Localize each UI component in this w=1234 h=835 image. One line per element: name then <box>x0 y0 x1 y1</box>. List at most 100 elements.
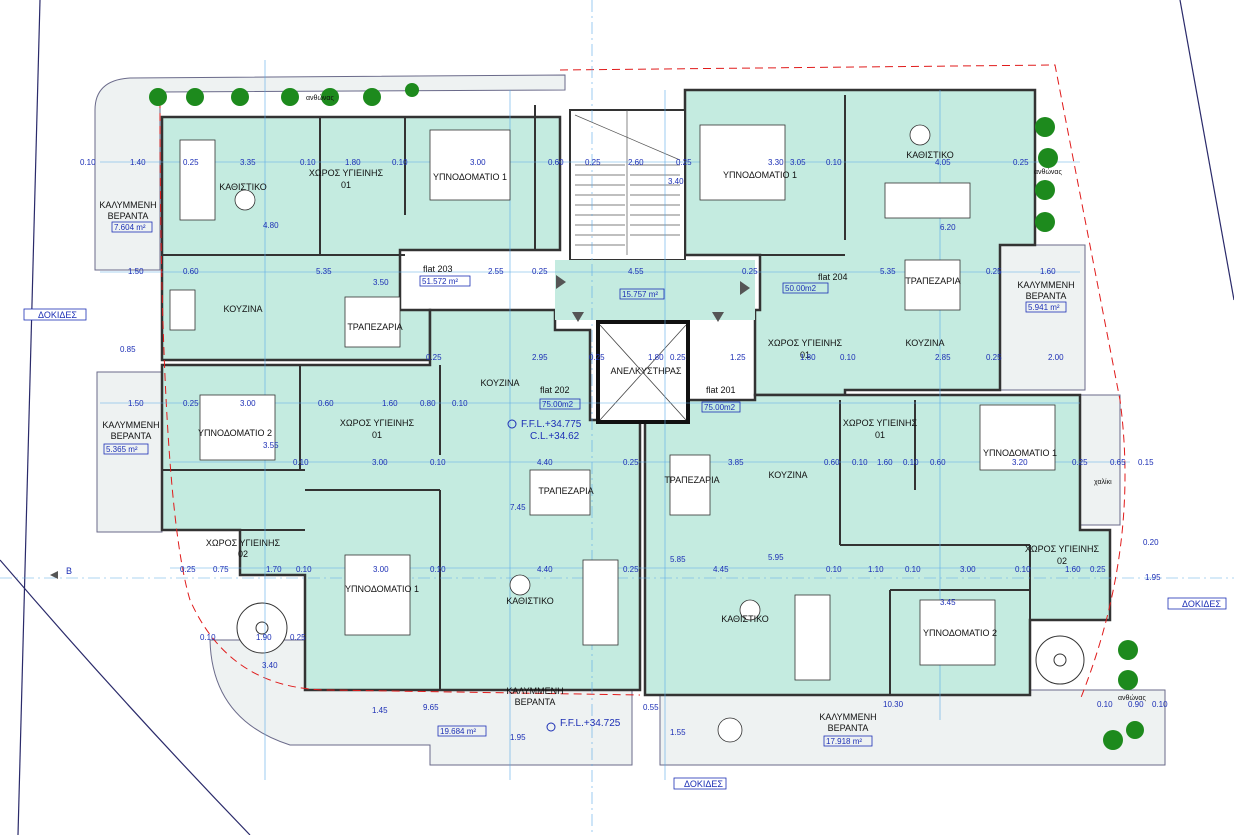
flat-labels: flat 203 51.572 m² flat 204 50.00m2 flat… <box>419 264 848 413</box>
room-bedroom-204: ΥΠΝΟΔΟΜΑΤΙΟ 1 <box>723 170 797 180</box>
dimension-label: 0.20 <box>1143 538 1159 547</box>
veranda-3-area: 5.365 m² <box>106 445 138 454</box>
pebbles-label: χαλίκι <box>1094 478 1112 486</box>
partitions <box>162 95 1031 695</box>
flat-203-name: flat 203 <box>423 264 453 274</box>
core <box>555 109 755 424</box>
dimension-label: 0.25 <box>1072 458 1088 467</box>
veranda-labels: ΚΑΛΥΜΜΕΝΗ ΒΕΡΑΝΤΑ 7.604 m² ΚΑΛΥΜΜΕΝΗ ΒΕΡ… <box>99 200 1075 747</box>
dimension-label: 0.25 <box>426 353 442 362</box>
dimension-label: 4.80 <box>263 221 279 230</box>
flat-202-area: 75.00m2 <box>542 400 574 409</box>
dimension-label: 0.65 <box>1110 458 1126 467</box>
dimension-label: 0.25 <box>180 565 196 574</box>
dimension-label: 5.95 <box>768 553 784 562</box>
dimension-label: 1.80 <box>345 158 361 167</box>
dimension-label: 4.45 <box>713 565 729 574</box>
dimension-label: 1.60 <box>1065 565 1081 574</box>
dimension-label: 1.80 <box>800 353 816 362</box>
dimension-label: 0.15 <box>1138 458 1154 467</box>
dimension-label: 1.50 <box>128 399 144 408</box>
veranda-5-line1: ΚΑΛΥΜΜΕΝΗ <box>819 712 876 722</box>
dimension-label: 0.10 <box>430 458 446 467</box>
dimension-label: 0.60 <box>930 458 946 467</box>
room-dining-203: ΤΡΑΠΕΖΑΡΙΑ <box>347 322 402 332</box>
dimension-label: 0.60 <box>548 158 564 167</box>
axis-b-label: B <box>66 566 72 576</box>
furniture <box>169 124 1056 743</box>
dimension-label: 3.40 <box>668 177 684 186</box>
room-bath2-202: ΧΩΡΟΣ ΥΓΙΕΙΝΗΣ <box>206 538 281 548</box>
room-bath-201-num: 01 <box>875 430 885 440</box>
room-dining-201: ΤΡΑΠΕΖΑΡΙΑ <box>664 475 719 485</box>
dimension-label: 0.60 <box>183 267 199 276</box>
dimension-label: 0.25 <box>676 158 692 167</box>
triangle-marker-down-2 <box>712 312 724 322</box>
dimension-label: 0.10 <box>200 633 216 642</box>
dimension-label: 4.05 <box>935 158 951 167</box>
veranda-2-area: 5.941 m² <box>1028 303 1060 312</box>
room-bath-202: ΧΩΡΟΣ ΥΓΙΕΙΝΗΣ <box>340 418 415 428</box>
dimension-label: 0.25 <box>532 267 548 276</box>
flat-201-area: 75.00m2 <box>704 403 736 412</box>
dimension-label: 1.60 <box>877 458 893 467</box>
dimension-label: 0.10 <box>296 565 312 574</box>
room-kitchen-202: ΚΟΥΖΙΝΑ <box>481 378 520 388</box>
room-bath2-202-num: 02 <box>238 549 248 559</box>
dimension-label: 0.80 <box>420 399 436 408</box>
axis-b-arrow <box>50 571 58 579</box>
room-living-201: ΚΑΘΙΣΤΙΚΟ <box>721 614 769 624</box>
dimension-label: 0.25 <box>623 565 639 574</box>
dimension-label: 0.25 <box>986 267 1002 276</box>
dimension-label: 1.25 <box>730 353 746 362</box>
room-labels: ΚΑΘΙΣΤΙΚΟ ΧΩΡΟΣ ΥΓΙΕΙΝΗΣ 01 ΥΠΝΟΔΟΜΑΤΙΟ … <box>198 150 1100 638</box>
dimension-label: 0.10 <box>80 158 96 167</box>
room-bedroom2-201: ΥΠΝΟΔΟΜΑΤΙΟ 2 <box>923 628 997 638</box>
dimension-label: 3.35 <box>240 158 256 167</box>
dimension-label: 0.60 <box>824 458 840 467</box>
dimension-label: 0.25 <box>670 353 686 362</box>
dimension-label: 0.25 <box>623 458 639 467</box>
room-bath2-201-num: 02 <box>1057 556 1067 566</box>
dimension-label: 4.55 <box>628 267 644 276</box>
dimension-label: 0.10 <box>826 158 842 167</box>
dimension-label: 1.55 <box>670 728 686 737</box>
veranda-1-line2: ΒΕΡΑΝΤΑ <box>108 211 149 221</box>
dimension-label: 3.00 <box>372 458 388 467</box>
dimension-label: 0.10 <box>826 565 842 574</box>
dimension-label: 1.40 <box>130 158 146 167</box>
annotations: ΔΟΚΙΔΕΣ ΔΟΚΙΔΕΣ ΔΟΚΙΔΕΣ B ανθώνας ανθώνα… <box>23 94 1227 790</box>
veranda-2-line2: ΒΕΡΑΝΤΑ <box>1026 291 1067 301</box>
dimension-label: 0.25 <box>290 633 306 642</box>
room-bath2-201: ΧΩΡΟΣ ΥΓΙΕΙΝΗΣ <box>1025 544 1100 554</box>
veranda-4-area: 19.684 m² <box>440 727 476 736</box>
dokides-left-label: ΔΟΚΙΔΕΣ <box>38 310 77 320</box>
room-dining-204: ΤΡΑΠΕΖΑΡΙΑ <box>905 276 960 286</box>
dimension-label: 0.10 <box>1152 700 1168 709</box>
dimension-label: 0.10 <box>852 458 868 467</box>
dimension-label: 3.85 <box>728 458 744 467</box>
dimension-label: 2.55 <box>488 267 504 276</box>
dimension-label: 2.85 <box>935 353 951 362</box>
flat-204-area: 50.00m2 <box>785 284 817 293</box>
dimension-label: 1.95 <box>1145 573 1161 582</box>
dimension-label: 3.00 <box>470 158 486 167</box>
veranda-4-line1: ΚΑΛΥΜΜΕΝΗ <box>506 686 563 696</box>
ceiling-level: C.L.+34.62 <box>530 431 580 442</box>
dimension-label: 1.60 <box>1040 267 1056 276</box>
level-markers: F.F.L.+34.775 C.L.+34.62 F.F.L.+34.725 <box>507 419 621 732</box>
planter-label-3: ανθώνας <box>1118 694 1146 702</box>
dimension-label: 0.10 <box>300 158 316 167</box>
dimension-label: 0.10 <box>293 458 309 467</box>
dimension-label: 0.85 <box>120 345 136 354</box>
dimension-label: 0.10 <box>840 353 856 362</box>
dimension-label: 3.40 <box>262 661 278 670</box>
dokides-bottom-label: ΔΟΚΙΔΕΣ <box>684 779 723 789</box>
dimension-label: 1.10 <box>868 565 884 574</box>
veranda-2-line1: ΚΑΛΥΜΜΕΝΗ <box>1017 280 1074 290</box>
dimension-label: 3.20 <box>1012 458 1028 467</box>
dimension-label: 1.45 <box>372 706 388 715</box>
veranda-1-line1: ΚΑΛΥΜΜΕΝΗ <box>99 200 156 210</box>
dimension-label: 0.25 <box>183 399 199 408</box>
room-kitchen-204: ΚΟΥΖΙΝΑ <box>906 338 945 348</box>
